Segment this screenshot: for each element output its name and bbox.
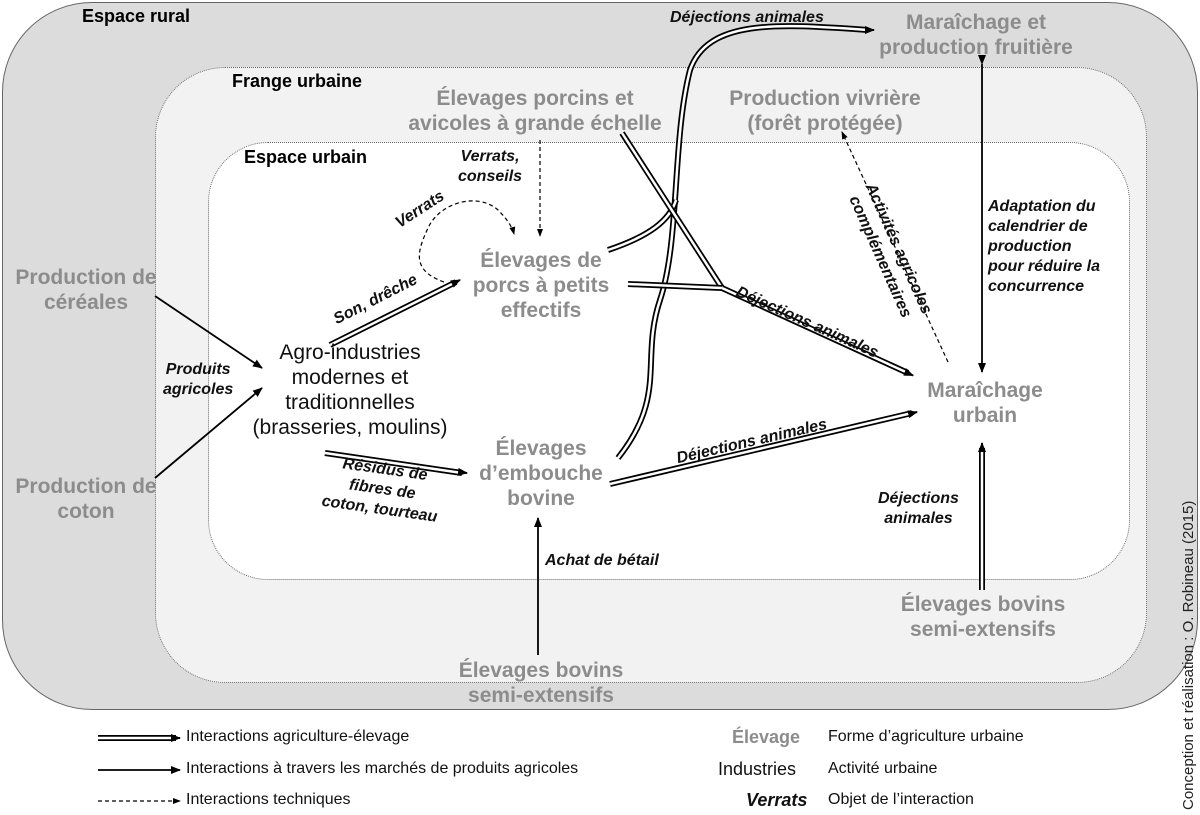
zone-label-urbain: Espace urbain xyxy=(244,147,368,167)
credit-text: Conception et réalisation : O. Robineau … xyxy=(1180,500,1197,810)
arrow-activites-dashed xyxy=(841,131,949,363)
zone-label-frange: Frange urbaine xyxy=(232,71,363,91)
legend-key-verrats: Verrats xyxy=(746,790,808,810)
dashed-arrows xyxy=(418,131,949,363)
legend-double-label: Interactions agriculture-élevage xyxy=(186,728,410,745)
zone-label-rural: Espace rural xyxy=(82,6,191,26)
legend-solid-label: Interactions à travers les marchés de pr… xyxy=(186,760,579,777)
label-achat-betail: Achat de bétail xyxy=(545,552,659,569)
label-dejections-top: Déjections animales xyxy=(670,9,824,26)
node-production-vivriere: Production vivrière(forêt protégée) xyxy=(729,87,921,135)
legend-desc-elevage: Forme d’agriculture urbaine xyxy=(828,728,1024,745)
legend-desc-industries: Activité urbaine xyxy=(828,760,938,777)
double-arrows xyxy=(324,23,986,590)
arrow-verrats-curve xyxy=(418,200,516,283)
legend-samples xyxy=(98,734,181,804)
legend-desc-verrats: Objet de l’interaction xyxy=(828,791,974,808)
legend-key-elevage: Élevage xyxy=(732,727,801,747)
solid-arrows xyxy=(154,55,986,655)
legend-dashed-label: Interactions techniques xyxy=(186,791,351,808)
arrow-cereales-to-agro xyxy=(154,295,263,369)
label-verrats-conseils: Verrats,conseils xyxy=(458,148,523,185)
arrow-coton-to-agro xyxy=(154,387,263,479)
legend-key-industries: Industries xyxy=(718,759,797,779)
